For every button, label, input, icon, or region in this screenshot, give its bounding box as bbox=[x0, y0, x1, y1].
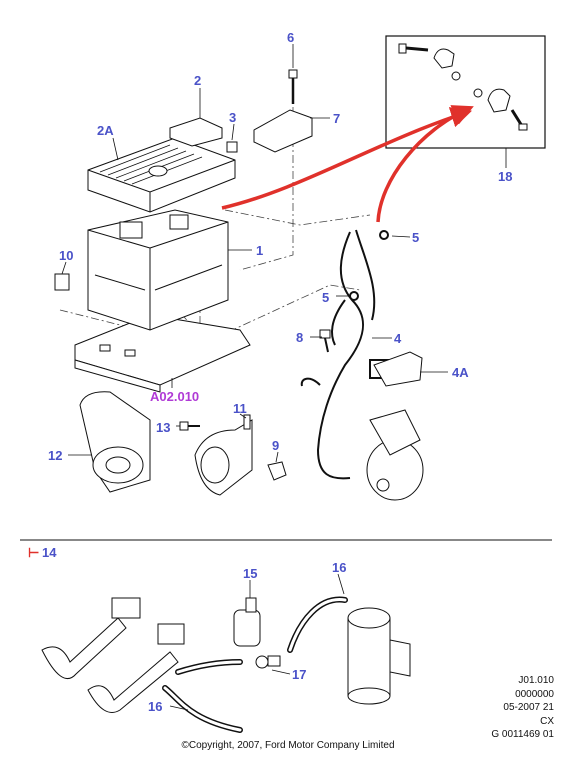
callout-12: 12 bbox=[48, 448, 63, 463]
detail-box-18 bbox=[385, 35, 546, 149]
info-line: 05-2007 21 bbox=[503, 702, 554, 713]
callout-8: 8 bbox=[296, 330, 304, 345]
marker-icon: ⊢ bbox=[28, 545, 40, 560]
info-line: 0000000 bbox=[515, 688, 554, 700]
callout-11: 11 bbox=[233, 401, 247, 416]
battery-cover bbox=[87, 117, 236, 213]
copyright-notice: ©Copyright, 2007, Ford Motor Company Lim… bbox=[181, 740, 395, 751]
bracket-4a bbox=[373, 351, 423, 387]
leader-lines bbox=[61, 44, 448, 711]
callout-3: 3 bbox=[229, 110, 237, 125]
callout-9: 9 bbox=[272, 438, 280, 453]
callout-16-upper: 16 bbox=[332, 560, 347, 575]
info-line: J01.010 bbox=[518, 675, 554, 686]
compressor bbox=[347, 607, 411, 705]
horn-11 bbox=[194, 414, 253, 496]
battery-tray bbox=[74, 314, 251, 393]
upper-small-parts bbox=[54, 69, 313, 291]
callout-16-lower: 16 bbox=[148, 699, 163, 714]
callout-15: 15 bbox=[243, 566, 258, 581]
callout-7: 7 bbox=[333, 111, 341, 126]
fasteners bbox=[179, 329, 331, 481]
callout-1: 1 bbox=[256, 243, 264, 258]
twin-horns bbox=[41, 597, 185, 713]
starter-motor bbox=[366, 409, 424, 501]
reference-link-a02-010[interactable]: A02.010 bbox=[150, 389, 200, 404]
callout-5-upper: 5 bbox=[412, 230, 420, 245]
callout-10: 10 bbox=[59, 248, 74, 263]
horn-12 bbox=[79, 391, 151, 493]
callout-18: 18 bbox=[498, 169, 513, 184]
battery bbox=[87, 209, 229, 331]
red-arrows bbox=[221, 105, 474, 223]
callout-2a: 2A bbox=[97, 123, 114, 138]
callout-4a: 4A bbox=[452, 365, 469, 380]
relay-15 bbox=[233, 597, 261, 647]
callout-6: 6 bbox=[287, 30, 295, 45]
drawing-info-block: J01.010 0000000 05-2007 21 CX G 0011469 … bbox=[458, 674, 554, 742]
info-line: G 0011469 01 bbox=[491, 729, 554, 740]
hose-inner bbox=[163, 598, 347, 732]
callout-4: 4 bbox=[394, 331, 402, 346]
callout-14: 14 bbox=[42, 545, 57, 560]
callout-17: 17 bbox=[292, 667, 307, 682]
info-line: CX bbox=[540, 715, 554, 727]
callout-5-lower: 5 bbox=[322, 290, 330, 305]
connector-17 bbox=[255, 655, 281, 669]
callout-13: 13 bbox=[156, 420, 171, 435]
callout-2: 2 bbox=[194, 73, 202, 88]
